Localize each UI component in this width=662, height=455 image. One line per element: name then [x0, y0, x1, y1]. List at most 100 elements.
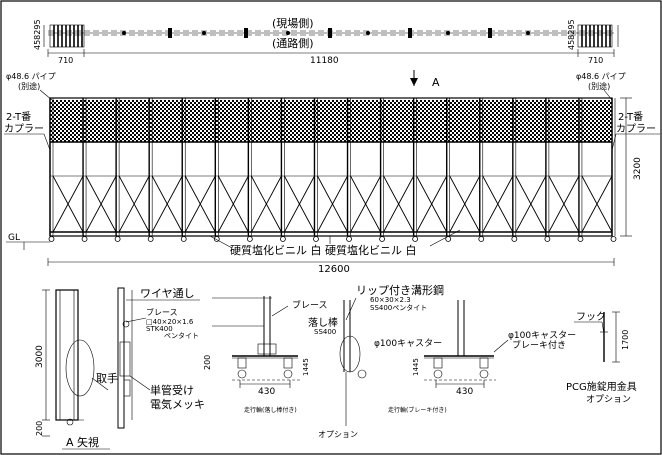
gate-wheel [478, 236, 485, 242]
gate-wheel [48, 236, 55, 242]
mesh-band [50, 100, 612, 142]
coupler-right-1: 2-T番 [618, 111, 643, 123]
gate-braces [52, 175, 613, 233]
pipe-note-left: (別途) [18, 81, 40, 91]
hook-option-label: オプション [586, 394, 631, 405]
section-marker-a: A [432, 76, 440, 89]
gate-brace [118, 175, 150, 233]
gate-brace [217, 175, 249, 233]
handle-ellipse [65, 339, 95, 397]
dim-1445-right: 1445 [412, 358, 420, 376]
gate-brace [383, 175, 415, 233]
dim-430-right: 430 [456, 387, 473, 397]
caster-center: φ100キャスター [374, 338, 442, 349]
plan-stack-right [577, 24, 613, 48]
brace-label-2: □40×20×1.6 [146, 318, 194, 326]
view-a-caption: A 矢視 [66, 435, 99, 449]
gate-wheel [346, 236, 352, 242]
handle-label: 取手 [96, 371, 118, 385]
channel-spec-2: SS400ペンタイト [370, 303, 427, 312]
gate-brace [548, 175, 580, 233]
label-site-side: (現場側) [272, 17, 314, 30]
channel-spec-1: 60×30×2.3 [370, 296, 411, 304]
plan-stack-left [49, 24, 85, 48]
view-a-dim-3000: 3000 [35, 345, 45, 368]
view-a-dim-200: 200 [35, 421, 44, 436]
top-plan-view: (現場側) (通路側) 458295 458295 710 11180 710 … [33, 17, 619, 89]
label-road-side: (通路側) [272, 37, 314, 50]
gate-wheel [246, 236, 253, 242]
brace-label-4: ペンタイト [164, 331, 199, 340]
gate-wheel [147, 236, 154, 242]
gate-wheel [544, 236, 551, 242]
width-dim: 12600 [318, 264, 350, 275]
bracket-label: PCG施錠用金具 [566, 380, 637, 393]
gate-brace [250, 175, 282, 233]
hook-dim-1700: 1700 [621, 330, 630, 350]
gate-wheel [412, 236, 419, 242]
brace-label-1: ブレース [146, 307, 178, 317]
caster-right-1: φ100キャスター [508, 330, 576, 341]
gate-posts [49, 98, 616, 236]
view-a-panel [55, 289, 79, 421]
dim-depth-left: 458295 [33, 19, 42, 50]
gate-wheel [114, 236, 121, 242]
pipe-bracket-1: 単管受け [150, 383, 194, 397]
gate-brace [581, 175, 613, 233]
caster-dim-200: 200 [203, 355, 212, 370]
pipe-label-left: φ48.6 パイプ [6, 72, 56, 81]
note-left: 走行輪(落し棒付き) [244, 406, 297, 414]
dim-430-left: 430 [258, 387, 275, 397]
gate-brace [416, 175, 448, 233]
gate-wheel [180, 236, 187, 242]
gate-brace [52, 175, 84, 233]
gate-wheel [379, 236, 385, 242]
gate-wheel [577, 236, 584, 242]
gate-wheels [48, 236, 617, 242]
plan-posts [122, 28, 530, 38]
latch-label-2: SS400 [314, 328, 336, 336]
gate-wheel [280, 236, 286, 242]
pipe-label-right: φ48.6 パイプ [576, 72, 626, 81]
pipe-note-right: (別途) [588, 81, 610, 91]
gate-brace [350, 175, 381, 233]
pipe-bracket-2: 電気メッキ [150, 397, 205, 411]
gate-wheel [511, 236, 518, 242]
gate-brace [449, 175, 481, 233]
gate-brace [317, 175, 348, 233]
option-label: オプション [318, 430, 358, 439]
caster-right-2: ブレーキ付き [512, 339, 566, 351]
dim-end-right: 710 [588, 56, 603, 65]
coupler-left-2: カプラー [4, 123, 44, 135]
wire-label: ワイヤ通し [140, 287, 195, 300]
gate-brace [515, 175, 547, 233]
material-label: 硬質塩化ビニル 白 硬質塩化ビニル 白 [230, 243, 417, 257]
coupler-right-2: カプラー [616, 123, 656, 135]
gate-brace [482, 175, 514, 233]
channel-label: リップ付き溝形鋼 [356, 283, 444, 297]
view-a: 3000 200 ワイヤ通し ブレース □40×20×1.6 STK400 ペン… [35, 287, 205, 450]
main-elevation: φ48.6 パイプ (別途) φ48.6 パイプ (別途) 2-T番 カプラー … [4, 72, 660, 275]
ground-label: GL [8, 233, 20, 243]
dim-end-left: 710 [58, 56, 73, 65]
gate-brace [151, 175, 183, 233]
gate-brace [184, 175, 216, 233]
gate-wheel [313, 236, 319, 242]
height-dim: 3200 [633, 157, 643, 180]
dim-depth-right: 458295 [567, 19, 576, 50]
hook-detail: フック 1700 PCG施錠用金具 オプション [566, 311, 637, 405]
coupler-left-1: 2-T番 [6, 111, 31, 123]
latch-label-1: 落し棒 [308, 316, 338, 329]
dim-1445-left: 1445 [302, 358, 310, 376]
gate-brace [85, 175, 117, 233]
gate-wheel [610, 236, 617, 242]
note-right: 走行輪(ブレーキ付き) [388, 406, 447, 414]
gate-wheel [81, 236, 88, 242]
hook-label: フック [576, 311, 606, 323]
caster-detail: リップ付き溝形鋼 60×30×2.3 SS400ペンタイト ブレース 落し棒 S… [203, 283, 576, 439]
dim-total: 11180 [310, 56, 339, 66]
brace-label: ブレース [292, 299, 328, 311]
brace-label-3: STK400 [146, 325, 173, 333]
gate-brace [284, 175, 315, 233]
